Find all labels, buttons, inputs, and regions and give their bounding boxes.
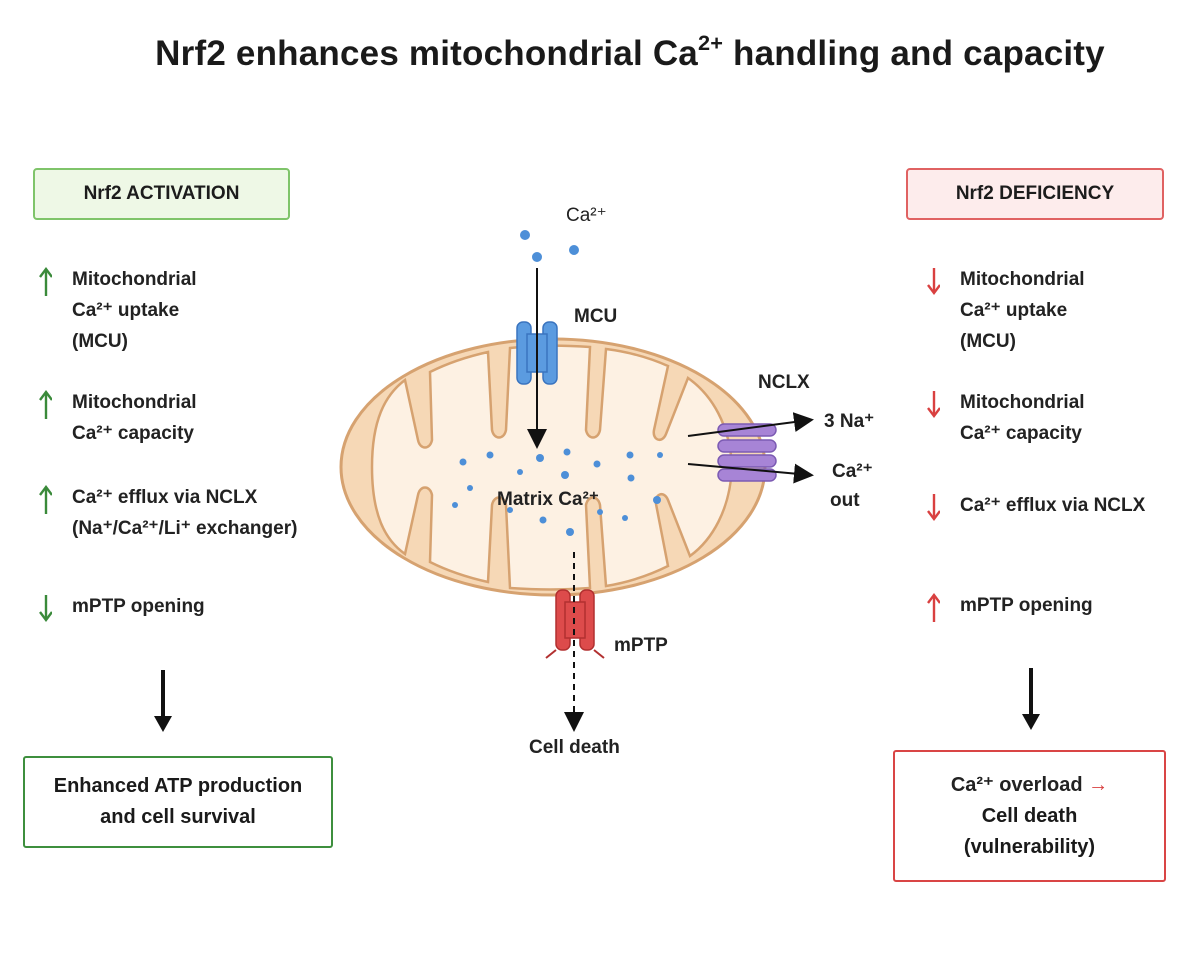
- right-item-mptp-line1: mPTP opening: [960, 595, 1093, 616]
- right-outcome-arrow-icon: [1022, 668, 1040, 730]
- nrf2-activation-header: Nrf2 ACTIVATION: [33, 168, 290, 220]
- na-label: 3 Na⁺: [824, 411, 875, 432]
- left-item-uptake-line2: Ca²⁺ uptake: [72, 300, 180, 321]
- left-item-uptake-line3: (MCU): [72, 331, 128, 352]
- down-arrow-icon: [927, 391, 940, 418]
- up-arrow-icon: [927, 593, 940, 622]
- left-item-capacity-line1: Mitochondrial: [72, 392, 197, 413]
- cell-death-label: Cell death: [529, 737, 620, 758]
- down-arrow-icon: [927, 268, 940, 295]
- down-arrow-icon: [927, 494, 940, 521]
- outcome-death-line3: (vulnerability): [963, 835, 1096, 858]
- nclx-na-arrow: [687, 412, 814, 437]
- right-item-capacity-line1: Mitochondrial: [960, 392, 1085, 413]
- up-arrow-icon: [39, 267, 52, 296]
- left-item-efflux-line1: Ca²⁺ efflux via NCLX: [72, 487, 258, 508]
- ca-out-label-1: Ca²⁺: [832, 461, 873, 482]
- page-title: Nrf2 enhances mitochondrial Ca2+ handlin…: [155, 30, 1105, 73]
- up-arrow-icon: [39, 390, 52, 419]
- down-arrow-icon: [39, 595, 52, 622]
- outcome-survival-line1: Enhanced ATP production: [53, 775, 303, 797]
- ca-in-label: Ca²⁺: [566, 205, 607, 226]
- left-item-capacity-line2: Ca²⁺ capacity: [72, 423, 194, 444]
- right-item-efflux-line1: Ca²⁺ efflux via NCLX: [960, 495, 1146, 516]
- nrf2-deficiency-header: Nrf2 DEFICIENCY: [906, 168, 1164, 220]
- incoming-calcium-dots: [520, 230, 579, 262]
- matrix-calcium-dots: [452, 448, 663, 536]
- outcome-death-box: Ca²⁺ overload → Cell death (vulnerabilit…: [893, 750, 1166, 882]
- left-item-uptake-line1: Mitochondrial: [72, 269, 197, 290]
- outcome-survival-line2: and cell survival: [100, 806, 256, 828]
- right-item-uptake-line3: (MCU): [960, 331, 1016, 352]
- up-arrow-icon: [39, 485, 52, 514]
- left-item-mptp-line1: mPTP opening: [72, 596, 205, 617]
- nclx-ca-arrow: [687, 463, 814, 484]
- right-item-uptake-line1: Mitochondrial: [960, 269, 1085, 290]
- right-item-uptake-line2: Ca²⁺ uptake: [960, 300, 1068, 321]
- left-outcome-arrow-icon: [154, 670, 172, 732]
- mptp-label: mPTP: [614, 635, 668, 656]
- left-item-efflux-line2: (Na⁺/Ca²⁺/Li⁺ exchanger): [72, 518, 298, 539]
- outcome-death-line2: Cell death: [981, 804, 1078, 827]
- nclx-label: NCLX: [758, 372, 810, 393]
- mcu-channel: [516, 321, 558, 385]
- ca-out-label-2: out: [830, 490, 860, 511]
- matrix-ca-label: Matrix Ca²⁺: [497, 489, 599, 510]
- right-item-capacity-line2: Ca²⁺ capacity: [960, 423, 1082, 444]
- mptp-channel: [545, 589, 605, 659]
- nclx-channel: [717, 423, 777, 482]
- mcu-label: MCU: [574, 306, 618, 327]
- outcome-survival-box: Enhanced ATP production and cell surviva…: [23, 756, 333, 848]
- outcome-arrow-icon: →: [1088, 773, 1109, 796]
- outcome-death-line1: Ca²⁺ overload →: [950, 773, 1109, 796]
